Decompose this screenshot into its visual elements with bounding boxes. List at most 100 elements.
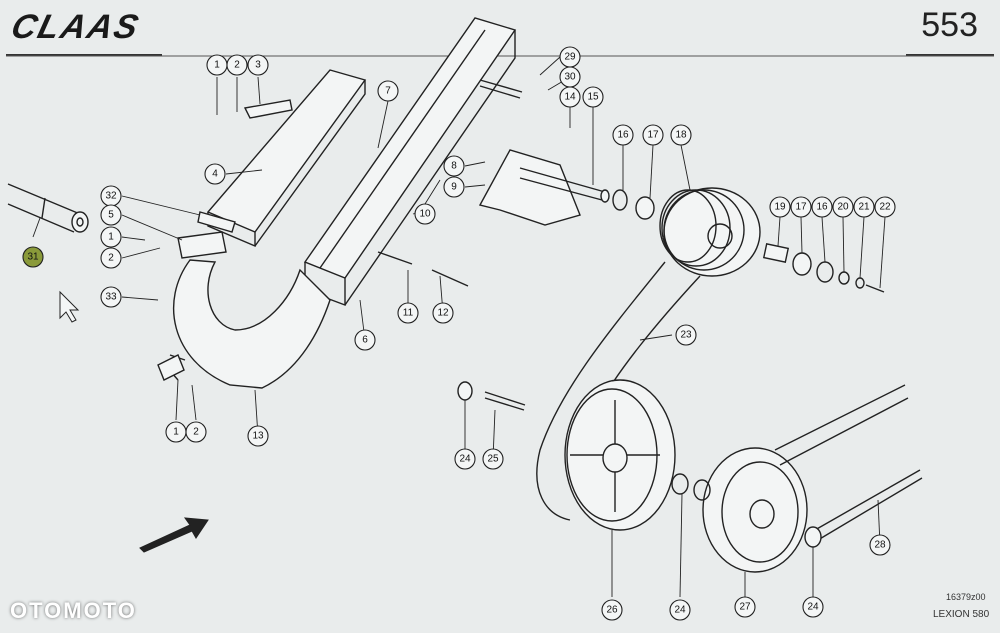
- svg-text:11: 11: [403, 308, 414, 319]
- svg-text:8: 8: [451, 161, 457, 172]
- ring-part-16b: [816, 261, 834, 283]
- svg-text:28: 28: [874, 540, 886, 551]
- direction-arrow: [139, 517, 209, 553]
- ring-part-16: [612, 189, 628, 211]
- callout-4: 4: [204, 163, 226, 185]
- callout-17b: 17: [790, 196, 812, 218]
- callout-23: 23: [675, 324, 697, 346]
- svg-text:19: 19: [774, 202, 786, 213]
- callout-18: 18: [670, 124, 692, 146]
- callout-6: 6: [354, 329, 376, 351]
- bolt-part-22: [865, 284, 885, 293]
- bracket-part-32: [197, 211, 236, 233]
- callout-22: 22: [874, 196, 896, 218]
- shaft-part-31: [7, 183, 89, 233]
- callout-24c: 24: [802, 596, 824, 618]
- callout-29: 29: [559, 46, 581, 68]
- svg-text:21: 21: [858, 202, 870, 213]
- callout-21: 21: [853, 196, 875, 218]
- ring-part-24c: [693, 479, 711, 501]
- svg-text:13: 13: [252, 431, 264, 442]
- svg-text:17: 17: [795, 202, 807, 213]
- callout-10: 10: [414, 203, 436, 225]
- callout-27: 27: [734, 596, 756, 618]
- svg-text:24: 24: [807, 602, 819, 613]
- bushing-part-17b: [792, 252, 812, 276]
- svg-text:1: 1: [173, 427, 179, 438]
- callout-1b: 1: [100, 226, 122, 248]
- svg-text:25: 25: [487, 454, 499, 465]
- callout-13: 13: [247, 425, 269, 447]
- washer-part-20: [838, 271, 850, 285]
- callout-32: 32: [100, 185, 122, 207]
- callout-17: 17: [642, 124, 664, 146]
- svg-text:23: 23: [680, 330, 692, 341]
- spacer-part-19: [762, 243, 790, 263]
- svg-text:33: 33: [105, 292, 117, 303]
- belt-part-28: [814, 469, 923, 541]
- ring-part-24b: [671, 473, 689, 495]
- svg-text:10: 10: [419, 209, 431, 220]
- svg-text:17: 17: [647, 130, 659, 141]
- callout-28: 28: [869, 534, 891, 556]
- callout-14: 14: [559, 86, 581, 108]
- drawing-code: 16379z00: [946, 592, 986, 602]
- callout-19: 19: [769, 196, 791, 218]
- svg-text:12: 12: [437, 308, 449, 319]
- bracket-part-3: [243, 99, 293, 119]
- svg-text:16: 16: [617, 130, 629, 141]
- callout-24a: 24: [454, 448, 476, 470]
- bracket-lower-left: [157, 354, 185, 381]
- svg-text:4: 4: [212, 169, 218, 180]
- pin-part-25: [484, 391, 526, 411]
- svg-text:22: 22: [879, 202, 891, 213]
- callout-25: 25: [482, 448, 504, 470]
- svg-text:2: 2: [108, 253, 114, 264]
- bushing-part-17: [635, 196, 655, 220]
- callout-11: 11: [397, 302, 419, 324]
- callout-1c: 1: [165, 421, 187, 443]
- callout-12: 12: [432, 302, 454, 324]
- callout-2: 2: [226, 54, 248, 76]
- svg-text:2: 2: [234, 60, 240, 71]
- callout-15: 15: [582, 86, 604, 108]
- bearing-block-part-15: [478, 79, 610, 226]
- model-label: LEXION 580: [933, 609, 990, 620]
- svg-text:29: 29: [564, 52, 576, 63]
- svg-text:31: 31: [27, 252, 39, 263]
- svg-text:5: 5: [108, 210, 114, 221]
- callout-24b: 24: [669, 599, 691, 621]
- svg-text:2: 2: [193, 427, 199, 438]
- callout-9: 9: [443, 176, 465, 198]
- callout-30: 30: [559, 66, 581, 88]
- callout-20: 20: [832, 196, 854, 218]
- svg-text:1: 1: [108, 232, 114, 243]
- callout-16b: 16: [811, 196, 833, 218]
- arm-part-4: [206, 69, 367, 248]
- callout-7: 7: [377, 80, 399, 102]
- svg-text:7: 7: [385, 86, 391, 97]
- header-rule-right: [906, 54, 994, 56]
- callout-3: 3: [247, 54, 269, 76]
- svg-text:18: 18: [675, 130, 687, 141]
- svg-text:20: 20: [837, 202, 849, 213]
- callout-5: 5: [100, 204, 122, 226]
- callout-1: 1: [206, 54, 228, 76]
- callout-26: 26: [601, 599, 623, 621]
- page-number: 553: [921, 6, 978, 44]
- svg-text:27: 27: [739, 602, 751, 613]
- svg-text:1: 1: [214, 60, 220, 71]
- pulley-part-26: [564, 379, 676, 531]
- ring-part-24d: [804, 526, 822, 548]
- channel-part-10: [303, 17, 517, 307]
- callout-31: 31: [22, 246, 44, 268]
- callout-8: 8: [443, 155, 465, 177]
- callout-2b: 2: [100, 247, 122, 269]
- svg-text:32: 32: [105, 191, 117, 202]
- callout-2c: 2: [185, 421, 207, 443]
- svg-text:24: 24: [459, 454, 471, 465]
- watermark: OTOMOTO: [10, 598, 137, 623]
- svg-text:16: 16: [816, 202, 828, 213]
